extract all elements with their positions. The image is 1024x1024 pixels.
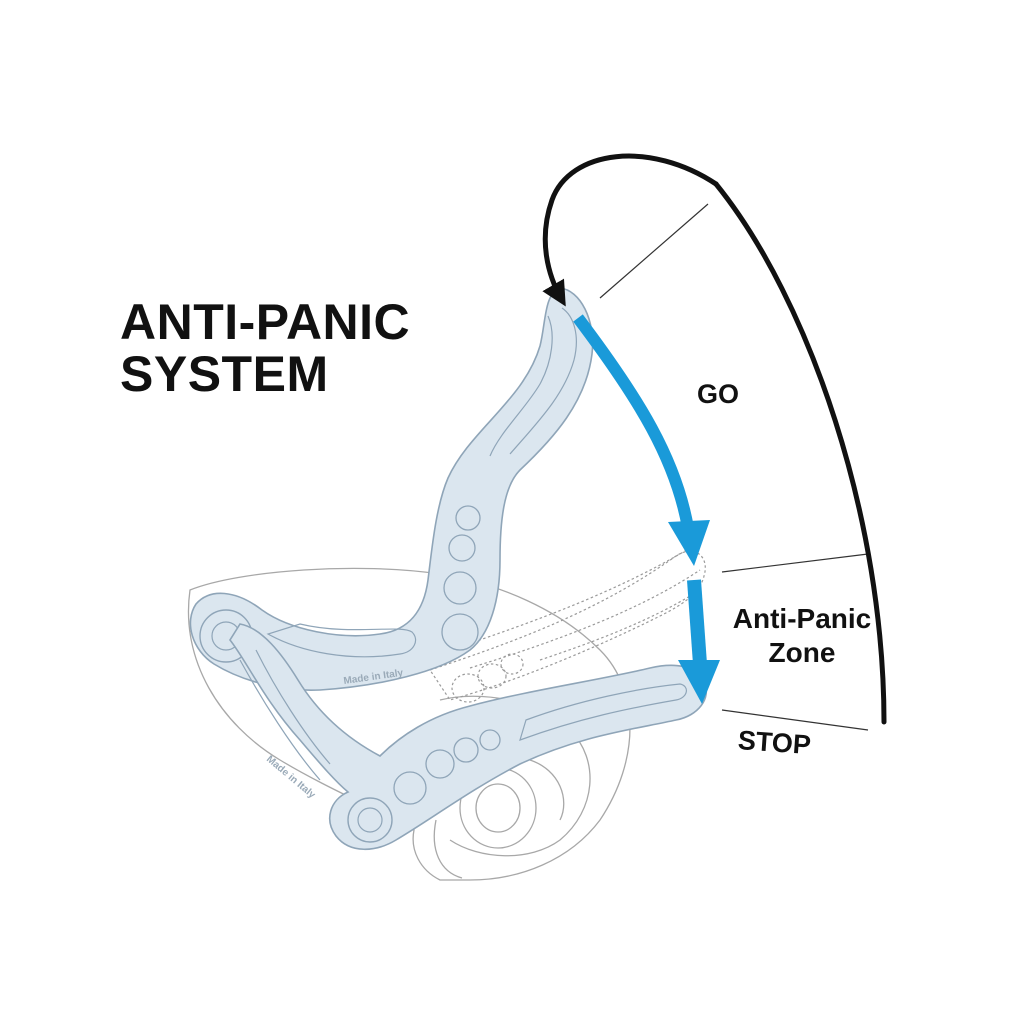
blue-zone-arrow (678, 579, 720, 704)
go-label: GO (697, 379, 740, 409)
diagram-title: ANTI-PANIC SYSTEM (120, 296, 410, 400)
zone-label-line-1: Anti-Panic (732, 603, 872, 634)
stop-label: STOP (736, 725, 812, 761)
handle-upper: Made in Italy (189, 287, 594, 692)
title-line-2: SYSTEM (120, 346, 329, 402)
rope-line-top (599, 203, 709, 299)
anti-panic-zone-label: Anti-Panic Zone (714, 602, 890, 670)
blue-go-arrow (573, 314, 710, 566)
handle-ghost-positions (429, 547, 706, 703)
title-line-1: ANTI-PANIC (120, 294, 411, 350)
zone-label-line-2: Zone (768, 637, 836, 668)
black-return-arrow (542, 153, 719, 307)
rope-line-middle (721, 553, 869, 573)
rope-line-bottom (721, 709, 869, 731)
black-outline-curve (713, 181, 887, 725)
